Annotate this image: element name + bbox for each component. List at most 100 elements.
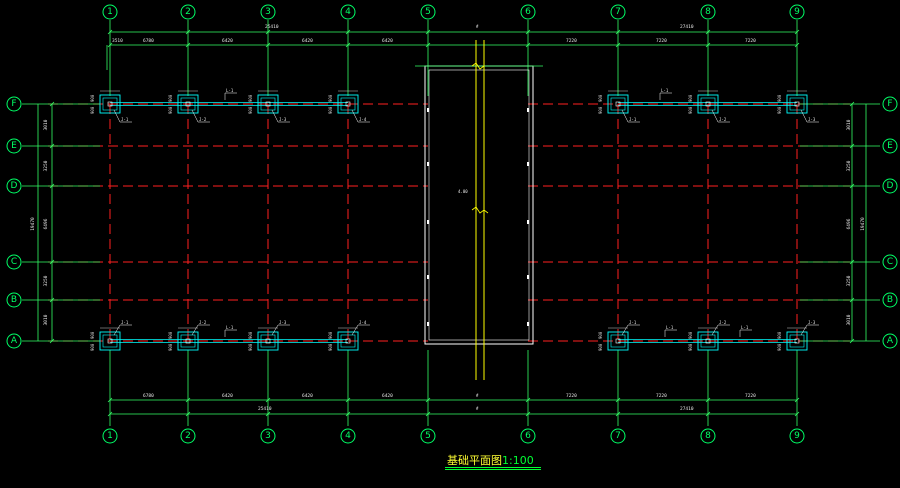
footing-F-8	[697, 94, 719, 114]
footing-dim-a-A-2: 900	[168, 331, 173, 339]
dim-tick-bottom-total-3	[345, 411, 351, 417]
title-underline	[445, 467, 541, 468]
dim-bottom-total-right: 27410	[680, 406, 694, 412]
dim-bottom-total-left: 25410	[258, 406, 272, 412]
dim-right-seg-0: 3010	[846, 119, 852, 130]
core-wall-mark-right-1	[527, 162, 529, 166]
footing-dim-b-A-4: 900	[328, 343, 333, 351]
grid-label-left-A: A	[11, 336, 18, 346]
dim-tick-bottom-0	[107, 397, 113, 403]
grid-label-left-F: F	[11, 99, 16, 109]
footing-tag-F-4: J-4	[359, 117, 367, 122]
footing-dim-a-A-9: 900	[777, 331, 782, 339]
footing-dim-b-A-2: 900	[168, 343, 173, 351]
dim-right-total: 19470	[860, 217, 866, 231]
tag-leader-A-2	[191, 324, 199, 336]
core-wall-mark-left-0	[427, 108, 429, 112]
grid-label-bottom-2: 2	[185, 431, 191, 441]
footing-F-1	[99, 94, 121, 114]
footing-dim-b-A-9: 900	[777, 343, 782, 351]
footing-tag-A-4: J-4	[359, 320, 367, 325]
footing-tag-A-3: J-3	[279, 320, 287, 325]
dim-left-seg-0: 3010	[43, 119, 49, 130]
dim-top-total-left: 25410	[265, 24, 279, 30]
footing-inner-F-1	[102, 97, 118, 111]
grid-label-bottom-1: 1	[107, 431, 113, 441]
grid-bubble-top-6	[520, 4, 536, 20]
footing-dim-a-A-4: 900	[328, 331, 333, 339]
dim-tick-bottom-total-2	[265, 411, 271, 417]
dim-right-seg-2: 6496	[846, 218, 852, 229]
grid-label-bottom-5: 5	[425, 431, 431, 441]
dim-tick-top-total-0	[107, 29, 113, 35]
grid-bubble-right-B	[882, 292, 898, 308]
grid-label-right-B: B	[887, 295, 893, 305]
dim-tick-bottom-total-8	[794, 411, 800, 417]
grid-label-top-5: 5	[425, 7, 431, 17]
grid-label-top-6: 6	[525, 7, 531, 17]
core-inner-wall	[428, 69, 530, 341]
footing-tag-A-7: J-1	[629, 320, 637, 325]
grid-label-top-1: 1	[107, 7, 113, 17]
dim-left-seg-4: 3010	[43, 314, 49, 325]
footing-dim-a-F-8: 900	[688, 94, 693, 102]
footing-dim-b-F-8: 900	[688, 106, 693, 114]
column-F-2	[185, 101, 191, 107]
footing-F-9	[786, 94, 808, 114]
footing-inner-A-2	[180, 334, 196, 348]
dim-tick-top-total-4	[425, 29, 431, 35]
tag-leader-F-4	[351, 109, 359, 123]
footing-tag-F-3: J-3	[279, 117, 287, 122]
dim-tick-top-8	[794, 42, 800, 48]
footing-dim-a-F-1: 900	[90, 94, 95, 102]
grid-bubble-right-A	[882, 333, 898, 349]
dim-tick-bottom-total-1	[185, 411, 191, 417]
dim-top-seg-6: 7220	[656, 38, 667, 44]
core-outer-wall	[424, 65, 534, 345]
dim-tick-top-7	[705, 42, 711, 48]
grid-label-top-8: 8	[705, 7, 711, 17]
column-F-8	[705, 101, 711, 107]
dim-tick-top-total-2	[265, 29, 271, 35]
dim-tick-top-total-1	[185, 29, 191, 35]
dim-bottom-seg-5: 7220	[656, 393, 667, 399]
core-wall-mark-left-4	[427, 322, 429, 326]
grid-label-right-C: C	[887, 257, 893, 267]
dim-tick-bottom-1	[185, 397, 191, 403]
beam-tag-F-mid-1: L-1	[226, 88, 234, 93]
core-wall-mark-right-3	[527, 275, 529, 279]
dim-bottom-seg-6: 7220	[745, 393, 756, 399]
footing-inner-A-7	[610, 334, 626, 348]
grid-bubble-bottom-3	[260, 428, 276, 444]
footing-dim-b-A-1: 900	[90, 343, 95, 351]
tag-leader-A-8	[711, 324, 719, 336]
dim-tick-right-2	[849, 183, 855, 189]
footing-F-2	[177, 94, 199, 114]
grid-bubble-bottom-7	[610, 428, 626, 444]
grid-bubble-top-4	[340, 4, 356, 20]
dim-tick-bottom-4	[425, 397, 431, 403]
footing-dim-a-F-2: 900	[168, 94, 173, 102]
dim-tick-right-0	[849, 101, 855, 107]
footing-tag-A-8: J-2	[719, 320, 727, 325]
dim-tick-bottom-7	[705, 397, 711, 403]
dim-tick-left-5	[49, 338, 55, 344]
dim-top-seg-2: 6420	[222, 38, 233, 44]
grid-label-top-2: 2	[185, 7, 191, 17]
core-wall-mark-left-1	[427, 162, 429, 166]
footing-inner-F-3	[260, 97, 276, 111]
dim-tick-right-4	[849, 297, 855, 303]
dim-tick-bottom-total-6	[615, 411, 621, 417]
dim-tick-bottom-2	[265, 397, 271, 403]
dim-top-seg-3: 6420	[302, 38, 313, 44]
dim-tick-left-3	[49, 259, 55, 265]
dim-tick-top-2	[265, 42, 271, 48]
grid-label-left-C: C	[11, 257, 17, 267]
grid-bubble-top-2	[180, 4, 196, 20]
footing-inner-F-2	[180, 97, 196, 111]
grid-bubble-top-8	[700, 4, 716, 20]
dim-tick-bottom-3	[345, 397, 351, 403]
tag-leader-F-2	[191, 109, 199, 123]
footing-A-7	[607, 331, 629, 351]
core-wall-mark-right-4	[527, 322, 529, 326]
